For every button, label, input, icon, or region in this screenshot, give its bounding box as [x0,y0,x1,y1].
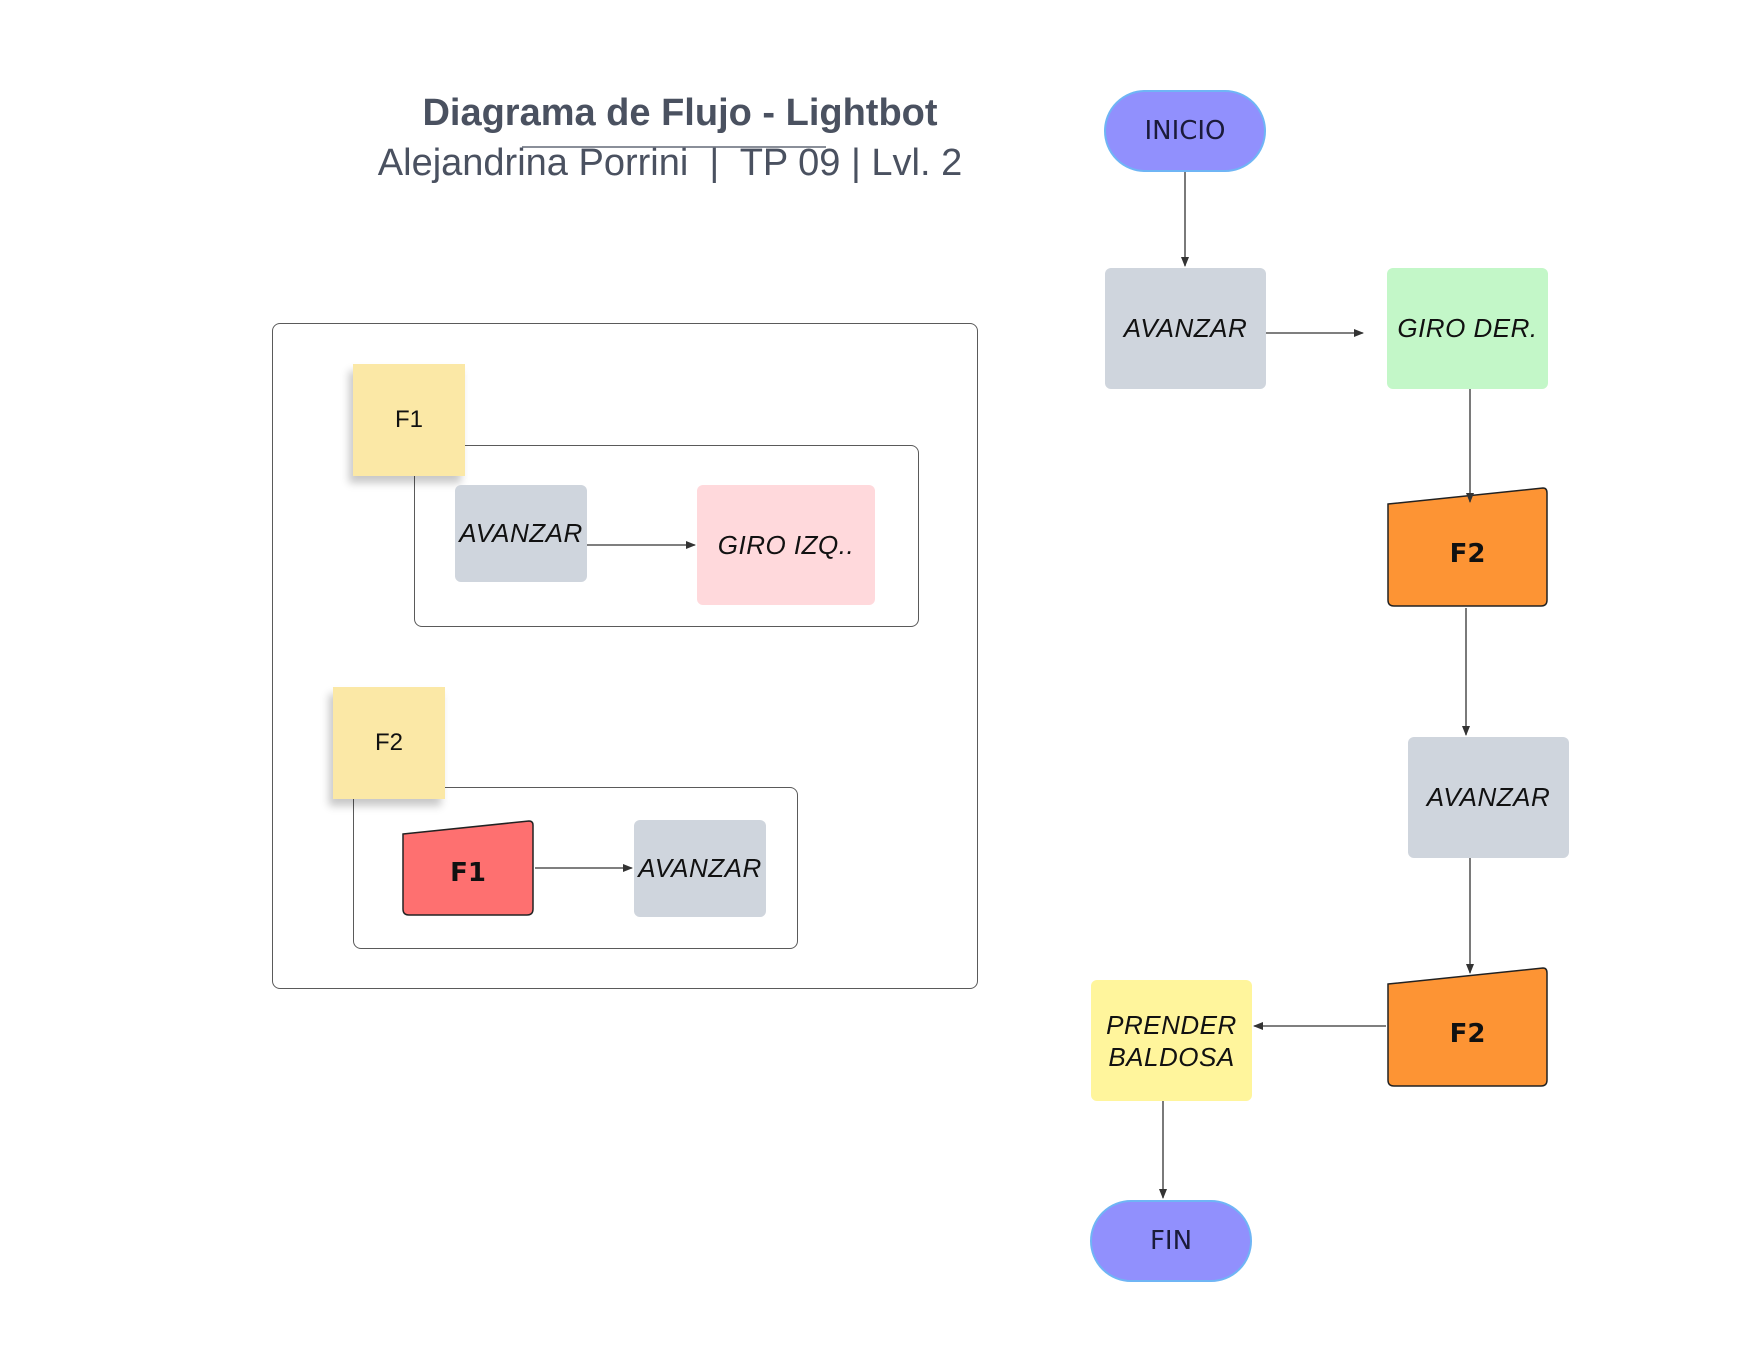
f1-step-avanzar: AVANZAR [455,485,587,582]
prender-baldosa-step: PRENDER BALDOSA [1091,980,1252,1101]
prender-label-line1: PRENDER [1106,1009,1237,1040]
f2-call-1-label: F2 [1449,539,1486,569]
title-underline [522,146,826,148]
prender-label-line2: BALDOSA [1108,1041,1235,1072]
f1-step-giro-izq: GIRO IZQ.. [697,485,875,605]
f1-call-in-f2: F1 [401,819,535,917]
f1-sticky-note: F1 [353,364,465,476]
f2-call-1-shape [1387,487,1548,607]
diagram-subtitle: Alejandrina Porrini | TP 09 | Lvl. 2 [377,142,963,184]
f2-sticky-note: F2 [333,687,445,799]
end-terminal: FIN [1090,1200,1252,1282]
diagram-title: Diagrama de Flujo - Lightbot [422,92,938,134]
f2-step-avanzar: AVANZAR [634,820,766,917]
start-terminal: INICIO [1104,90,1266,172]
avanzar-step-1: AVANZAR [1105,268,1266,389]
f2-call-1: F2 [1386,486,1549,608]
giro-der-step: GIRO DER. [1387,268,1548,389]
f1-call-label: F1 [450,858,486,888]
f2-call-2-shape [1387,967,1548,1087]
f2-call-2: F2 [1386,966,1549,1088]
functions-panel [272,323,978,989]
f1-definition-frame [414,445,919,627]
f2-definition-frame [353,787,798,949]
avanzar-step-2: AVANZAR [1408,737,1569,858]
f1-call-shape [402,820,534,916]
f2-call-2-label: F2 [1449,1019,1486,1049]
